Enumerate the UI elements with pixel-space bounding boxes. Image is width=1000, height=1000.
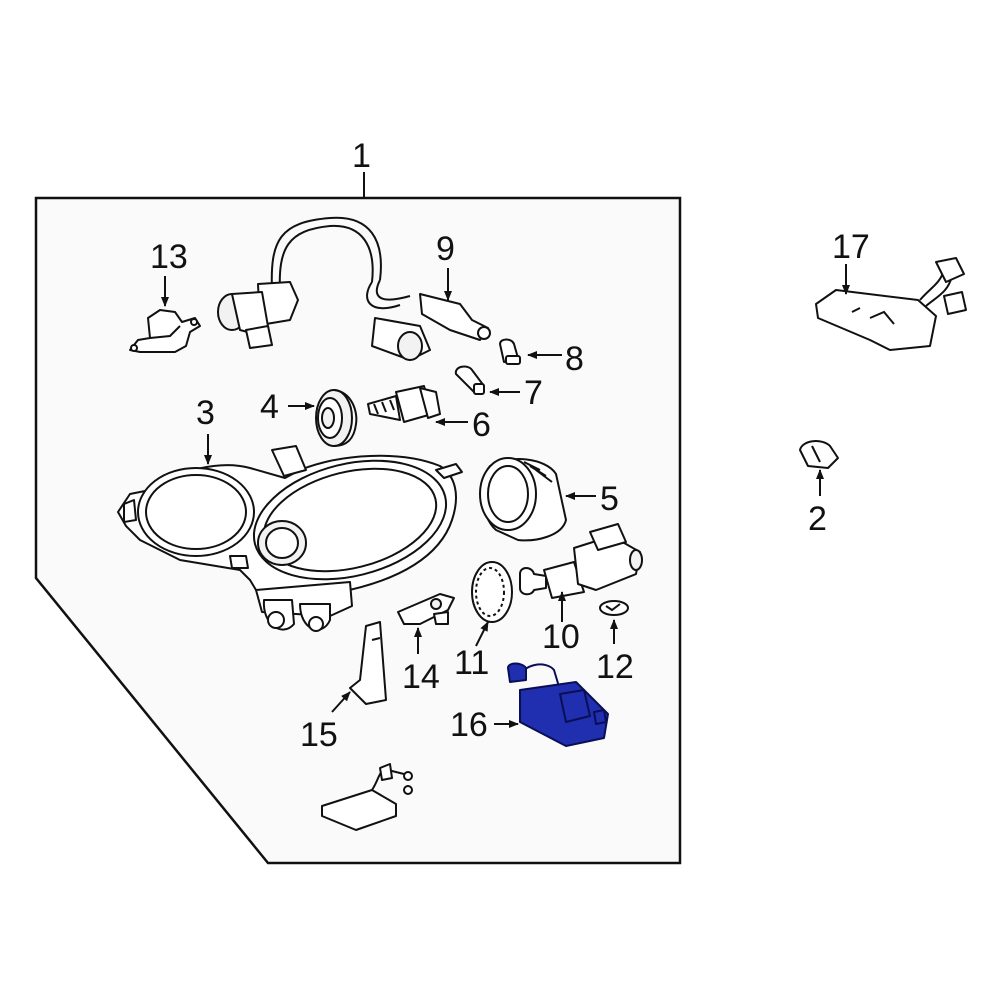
socket-harness [217,216,491,361]
callout-1: 1 [352,137,371,175]
callout-14: 14 [402,658,440,696]
lens-ring-part-5 [479,457,567,542]
socket-part-2 [799,440,839,469]
callout-5: 5 [600,480,619,518]
callout-15-leader [331,691,351,713]
callout-17: 17 [832,228,870,266]
adjuster-part-14 [397,593,455,625]
callout-11: 11 [454,644,489,682]
callout-11-leader [475,621,489,647]
bulb-part-6 [367,385,441,423]
bracket-part-13 [129,309,201,353]
clip-part-12 [599,600,629,616]
callout-6: 6 [472,406,491,444]
callout-10: 10 [542,618,580,656]
callout-4: 4 [260,388,279,426]
actuator-part-10 [519,523,643,599]
bulb-part-8 [499,338,521,365]
callout-7: 7 [524,374,543,412]
headlamp-housing-part-3 [117,445,463,632]
ballast-part-17 [815,257,967,351]
gasket-ring-part-11 [471,561,513,623]
ballast-part-16-highlighted [507,662,609,747]
seal-part-4 [315,389,358,447]
bracket-part-15 [349,621,387,705]
control-module [321,763,413,831]
callout-9: 9 [436,230,455,268]
callout-13: 13 [150,238,188,276]
bulb-part-7 [454,365,485,395]
callout-12: 12 [596,648,634,686]
callout-8: 8 [565,340,584,378]
callout-16: 16 [450,706,488,744]
callout-15: 15 [300,716,338,754]
callout-2: 2 [808,500,827,538]
callout-3: 3 [196,394,215,432]
